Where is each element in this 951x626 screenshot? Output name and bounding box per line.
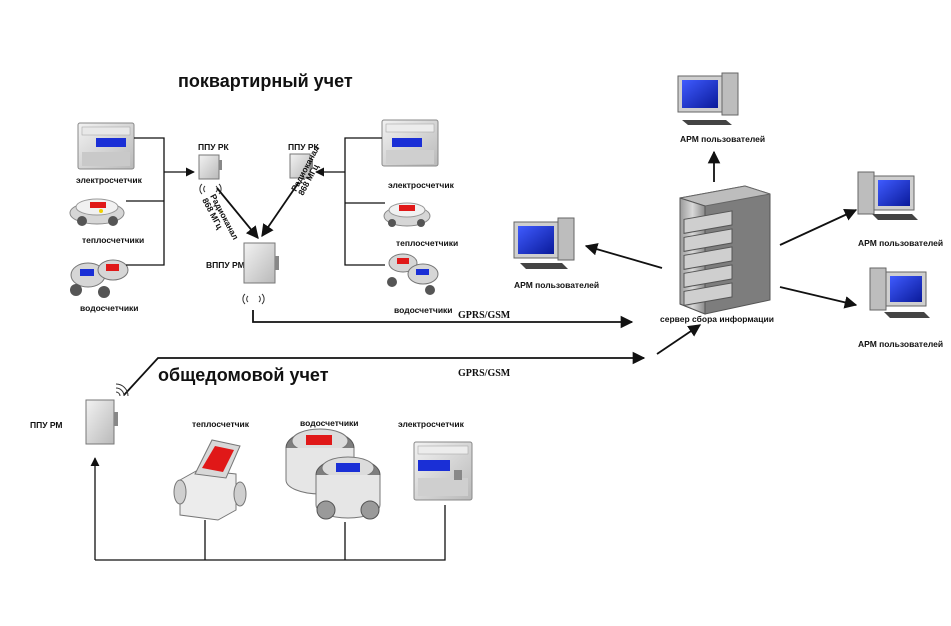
left-ppu-rk-label: ППУ РК (198, 142, 230, 152)
signal-icon (199, 183, 222, 195)
heat-meter-icon (69, 198, 125, 226)
arm-right-top-label: АРМ пользователей (858, 238, 943, 248)
building-section-title: общедомовой учет (158, 365, 329, 385)
left-water-meters-label: водосчетчики (80, 303, 139, 313)
signal-icon (115, 383, 129, 397)
signal-icon (242, 293, 265, 305)
server-to-arm-right-bottom (779, 286, 858, 309)
gprs-to-server-link (656, 324, 702, 355)
server-to-arm-right-top (779, 209, 858, 246)
electric-meter-icon (413, 441, 473, 501)
heat-meter-icon (383, 202, 431, 227)
water-meter-icon (285, 428, 381, 520)
gprs-label-top: GPRS/GSM (458, 310, 511, 321)
transmitter-icon (243, 242, 279, 284)
arm-left-label: АРМ пользователей (514, 280, 599, 290)
building-water-meters-label: водосчетчики (300, 418, 359, 428)
arm-top-label: АРМ пользователей (680, 134, 765, 144)
server-to-arm-left (584, 243, 663, 269)
server-icon (679, 185, 771, 315)
ppu-rm-to-gprs-link (123, 351, 646, 396)
right-ppu-rk-label: ППУ РК (288, 142, 320, 152)
right-heat-meters-label: теплосчетчики (396, 238, 458, 248)
water-meter-icon (70, 259, 129, 298)
electric-meter-icon (381, 119, 439, 167)
transmitter-icon (85, 399, 118, 445)
left-heat-meters-label: теплосчетчики (82, 235, 144, 245)
right-meter-bus (344, 137, 385, 266)
transmitter-icon (289, 153, 313, 179)
computer-icon (869, 267, 930, 318)
water-meter-icon (387, 253, 439, 295)
building-electric-meter-label: электросчетчик (398, 419, 465, 429)
heat-meter-icon (173, 439, 247, 521)
apartment-section-title: поквартирный учет (178, 71, 353, 91)
right-electric-meter-label: электросчетчик (388, 180, 455, 190)
building-meter-bus (95, 505, 446, 561)
left-electric-meter-label: электросчетчик (76, 175, 143, 185)
right-radio-arrow (261, 181, 300, 238)
computer-icon (677, 72, 739, 125)
computer-icon (513, 217, 575, 269)
ppu-rm-label: ППУ РМ (30, 420, 63, 430)
left-radio-arrow (216, 187, 259, 239)
transmitter-icon (198, 154, 222, 180)
arm-right-bottom-label: АРМ пользователей (858, 339, 943, 349)
server-label: сервер сбора информации (660, 314, 774, 324)
electric-meter-icon (77, 122, 135, 170)
vppu-rm-label: ВППУ РМ (206, 260, 245, 270)
building-heat-meter-label: теплосчетчик (192, 419, 250, 429)
right-water-meters-label: водосчетчики (394, 305, 453, 315)
gprs-label-bottom: GPRS/GSM (458, 368, 511, 379)
computer-icon (857, 171, 918, 220)
vppu-to-server-link (252, 310, 634, 329)
